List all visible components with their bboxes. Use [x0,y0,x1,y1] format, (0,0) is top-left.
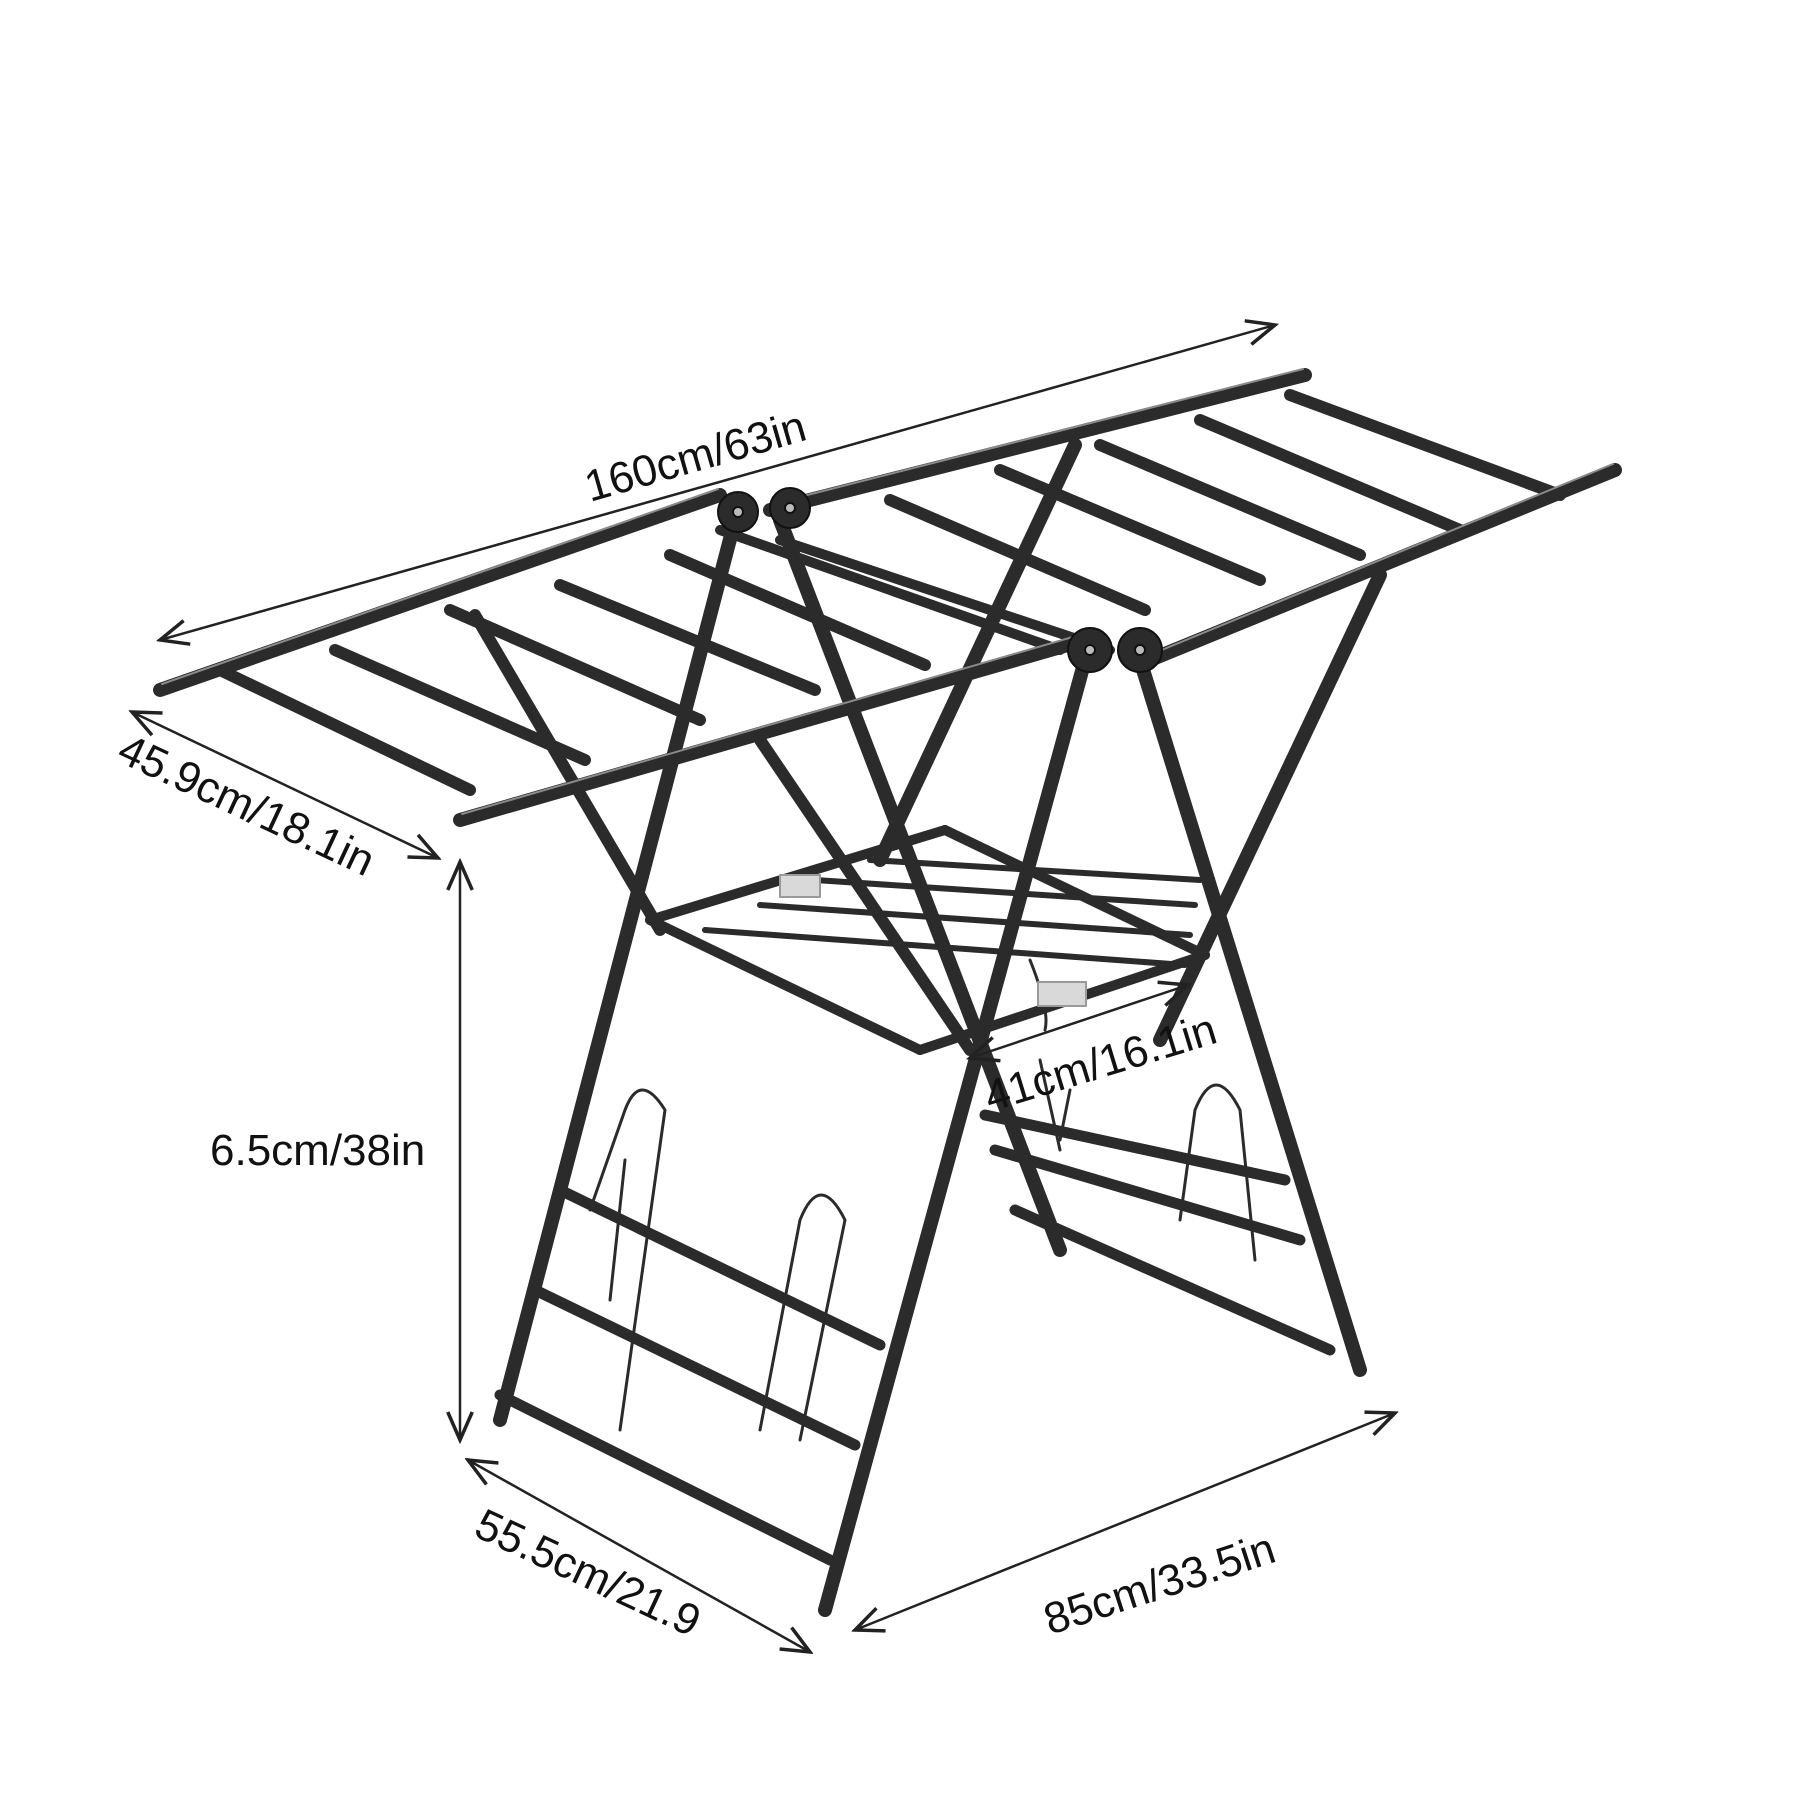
top-width-arrow [132,712,438,858]
middle-shelf [645,825,1210,1055]
top-wing-right [763,368,1622,667]
top-wing-left [153,488,1092,827]
shoe-hooks [588,958,1257,1442]
base-width-arrow [855,1413,1395,1630]
rack-illustration [153,368,1622,1617]
dimension-arrows [132,325,1395,1652]
top-width-label: 45.9cm/18.1in [111,725,382,886]
middle-width-arrow [970,985,1188,1058]
diagonal-braces [469,609,976,1056]
base-depth-label: 55.5cm/21.9 [468,1500,708,1647]
bottom-rails-left [494,1184,886,1566]
length-arrow [160,325,1275,640]
base-depth-arrow [468,1460,810,1652]
bottom-rails-right [979,1109,1336,1356]
height-label: 6.5cm/38in [210,1126,425,1175]
